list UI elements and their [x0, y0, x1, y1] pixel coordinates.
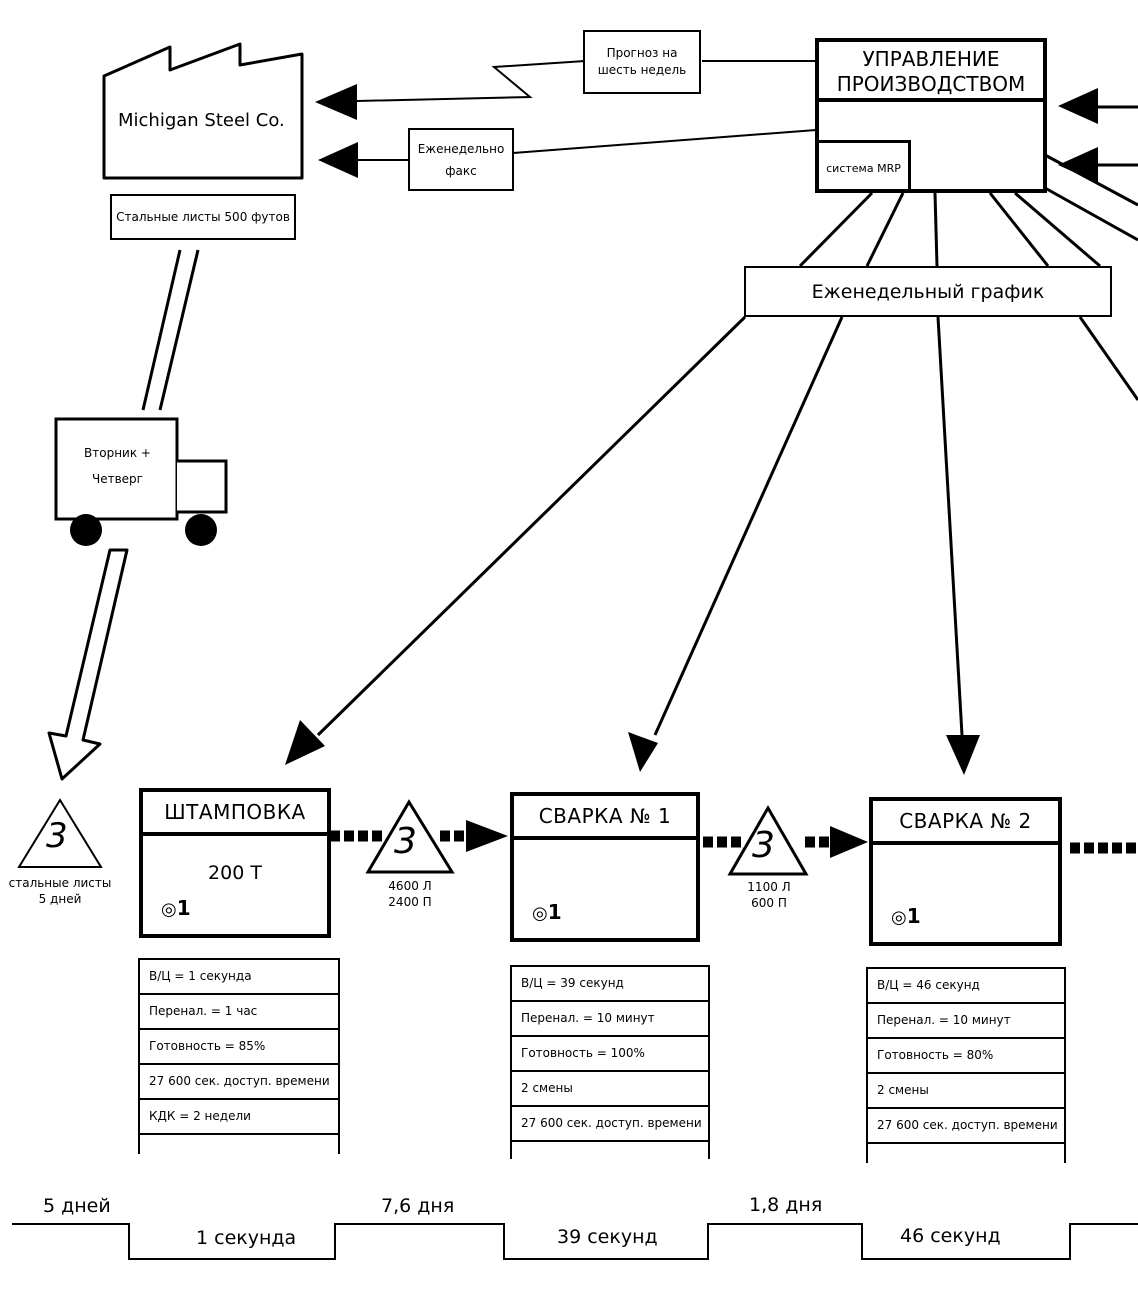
inventory-label-2: 1100 Л 600 П	[747, 880, 791, 910]
data-row: В/Ц = 39 секунд	[512, 967, 708, 1002]
process-box-welding-1: СВАРКА № 1 ◎1	[510, 792, 700, 942]
customer-order-arrowhead-2	[1058, 147, 1098, 183]
fax-line1: Еженедельно	[417, 141, 505, 156]
schedule-arrowhead-stamping	[285, 720, 325, 765]
inventory-symbol-2: 3	[752, 825, 775, 866]
lead-time-2: 7,6 дня	[381, 1195, 455, 1217]
fax-arrowhead	[318, 142, 358, 178]
operator-icon: ◎1	[532, 900, 562, 924]
timeline-ladder	[12, 1223, 1138, 1260]
fax-line	[512, 129, 817, 154]
production-control-title: УПРАВЛЕНИЕ ПРОИЗВОДСТВОМ	[819, 42, 1043, 102]
process-time-2: 39 секунд	[557, 1226, 658, 1248]
process-box-stamping: ШТАМПОВКА 200 Т ◎1	[139, 788, 331, 938]
data-row: В/Ц = 46 секунд	[868, 969, 1064, 1004]
inventory-symbol-1: 3	[394, 821, 417, 862]
operator-icon: ◎1	[891, 904, 921, 928]
schedule-arrowhead-welding1	[628, 732, 658, 772]
data-row: Перенал. = 10 минут	[512, 1002, 708, 1037]
inventory-label-1: 4600 Л 2400 П	[388, 879, 432, 909]
process-detail: 200 Т	[208, 862, 262, 884]
mrp-system-box: система MRP	[819, 140, 911, 193]
data-box-stamping: В/Ц = 1 секунда Перенал. = 1 час Готовно…	[138, 958, 340, 1154]
data-row: Готовность = 100%	[512, 1037, 708, 1072]
data-row: Перенал. = 10 минут	[868, 1004, 1064, 1039]
forecast-arrowhead	[315, 84, 357, 120]
inventory-triangle-1	[365, 799, 455, 874]
fax-box: Еженедельно факс	[408, 128, 514, 191]
inventory-symbol-raw: 3	[46, 816, 68, 856]
process-box-welding-2: СВАРКА № 2 ◎1	[869, 797, 1062, 946]
data-row: В/Ц = 1 секунда	[140, 960, 338, 995]
data-row: 2 смены	[868, 1074, 1064, 1109]
supplier-delivery-note: Стальные листы 500 футов	[116, 210, 290, 224]
data-box-welding-2: В/Ц = 46 секунд Перенал. = 10 минут Гото…	[866, 967, 1066, 1163]
data-row: 2 смены	[512, 1072, 708, 1107]
data-box-welding-1: В/Ц = 39 секунд Перенал. = 10 минут Гото…	[510, 965, 710, 1159]
forecast-line2: шесть недель	[597, 63, 687, 77]
weekly-schedule-box: Еженедельный график	[744, 266, 1112, 317]
process-name: СВАРКА № 2	[873, 801, 1058, 845]
push-arrow-2	[703, 826, 868, 858]
process-time-3: 46 секунд	[900, 1225, 1001, 1247]
production-control-box: УПРАВЛЕНИЕ ПРОИЗВОДСТВОМ система MRP	[815, 38, 1047, 193]
process-name: СВАРКА № 1	[514, 796, 696, 840]
data-row: Перенал. = 1 час	[140, 995, 338, 1030]
schedule-arrowhead-welding2	[946, 735, 980, 775]
truck-icon	[54, 417, 228, 546]
inventory-triangle-2	[727, 804, 809, 876]
supplier-name: Michigan Steel Co.	[118, 110, 285, 131]
data-row: Готовность = 85%	[140, 1030, 338, 1065]
process-name: ШТАМПОВКА	[143, 792, 327, 836]
forecast-box: Прогноз на шесть недель	[583, 30, 701, 94]
customer-order-arrowhead-1	[1058, 88, 1098, 124]
supplier-factory-shape	[102, 42, 304, 180]
weekly-schedule-label: Еженедельный график	[811, 280, 1045, 303]
fax-line2: факс	[445, 163, 477, 178]
forecast-electronic-arrow	[356, 60, 586, 102]
inventory-triangle-raw	[17, 798, 103, 868]
shipment-arrow	[47, 548, 129, 781]
inventory-label-raw: стальные листы 5 дней	[8, 876, 112, 906]
process-time-1: 1 секунда	[196, 1227, 297, 1249]
data-row: 27 600 сек. доступ. времени	[868, 1109, 1064, 1144]
data-row: Готовность = 80%	[868, 1039, 1064, 1074]
lead-time-3: 1,8 дня	[749, 1194, 823, 1216]
lead-time-1: 5 дней	[43, 1195, 111, 1217]
push-arrow-1	[330, 820, 508, 852]
forecast-line1: Прогноз на	[606, 46, 678, 60]
data-row: 27 600 сек. доступ. времени	[512, 1107, 708, 1142]
supplier-delivery-box: Стальные листы 500 футов	[110, 194, 296, 240]
data-row: 27 600 сек. доступ. времени	[140, 1065, 338, 1100]
operator-icon: ◎1	[161, 896, 191, 920]
truck-label: Вторник + Четверг	[84, 446, 151, 486]
data-row: КДК = 2 недели	[140, 1100, 338, 1135]
